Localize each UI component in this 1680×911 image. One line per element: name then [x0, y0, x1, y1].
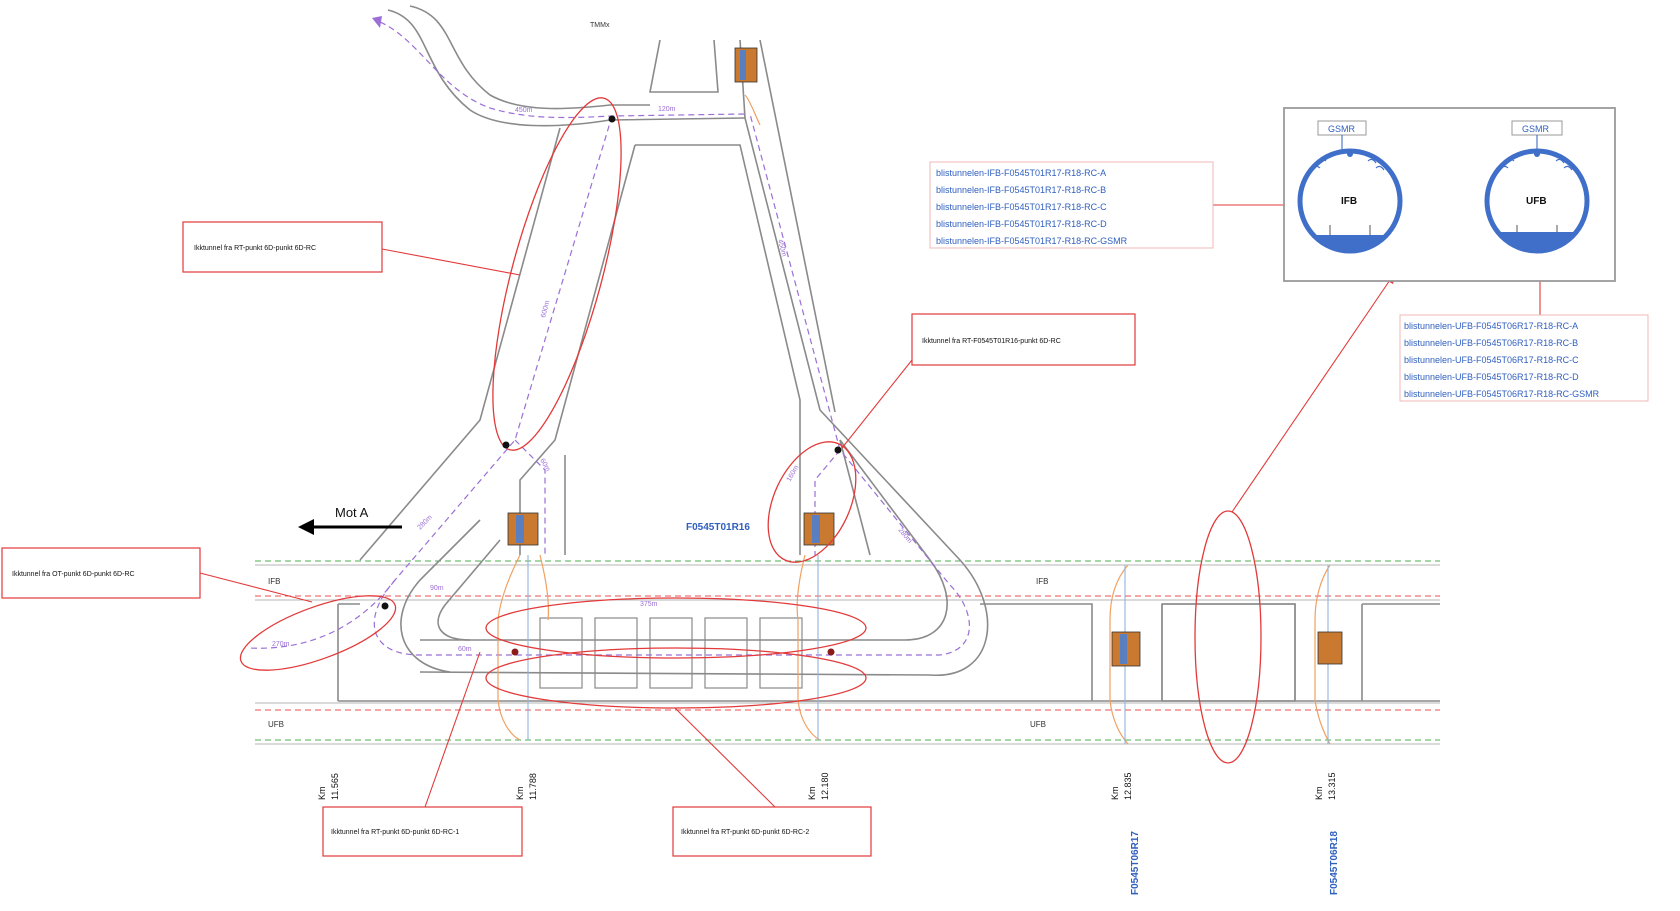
- equipment-unit-r16[interactable]: [803, 512, 835, 546]
- km-marker-value: 13.315: [1327, 772, 1337, 800]
- distance-label: 270m: [272, 641, 290, 648]
- ifb-list-item: blistunnelen-IFB-F0545T01R17-R18-RC-A: [936, 168, 1106, 178]
- route-line: [249, 16, 970, 656]
- equipment-unit-r1[interactable]: [507, 512, 539, 546]
- equipment-unit-top[interactable]: [734, 47, 758, 83]
- top-label: TMMx: [590, 22, 610, 29]
- km-marker-label: Km: [1110, 787, 1120, 801]
- km-marker-label: Km: [1314, 787, 1324, 801]
- cross-section-label: IFB: [1341, 196, 1357, 207]
- vertical-station-label-r17: F0545T06R17: [1130, 831, 1141, 895]
- callout-text: Ikktunnel fra RT-punkt 6D-punkt 6D-RC-2: [681, 829, 809, 836]
- distance-label: 280m: [896, 527, 913, 545]
- ifb-list-item: blistunnelen-IFB-F0545T01R17-R18-RC-D: [936, 219, 1107, 229]
- ifb-cable-list: blistunnelen-IFB-F0545T01R17-R18-RC-A bl…: [929, 161, 1214, 249]
- km-marker-label: Km: [807, 787, 817, 801]
- ufb-list-item: blistunnelen-UFB-F0545T06R17-R18-RC-C: [1404, 355, 1579, 365]
- callout-bottom-left: Ikktunnel fra RT-punkt 6D-punkt 6D-RC-1: [322, 806, 523, 857]
- route-points: [381, 115, 842, 656]
- cross-section-ifb: GSMR IFB: [1297, 120, 1403, 254]
- distance-label: 600m: [540, 300, 551, 319]
- equipment-units: [507, 47, 1343, 667]
- cross-section-tag: GSMR: [1522, 124, 1550, 134]
- tunnel-label-ufb-2: UFB: [1030, 720, 1046, 729]
- main-tunnel: [255, 560, 1440, 745]
- ufb-list-item: blistunnelen-UFB-F0545T06R17-R18-RC-B: [1404, 338, 1578, 348]
- cross-section-panel: GSMR IFB GSMR UFB: [1283, 107, 1616, 282]
- cross-section-tag: GSMR: [1328, 124, 1356, 134]
- callout-text: Ikktunnel fra RT-F0545T01R16-punkt 6D-RC: [922, 338, 1061, 345]
- distance-label: 375m: [640, 601, 658, 608]
- cross-section-ufb: GSMR UFB: [1484, 120, 1590, 254]
- ifb-list-item: blistunnelen-IFB-F0545T01R17-R18-RC-GSMR: [936, 236, 1128, 246]
- callout-top-left: Ikktunnel fra RT-punkt 6D-punkt 6D-RC: [182, 221, 383, 273]
- distance-label: 120m: [658, 106, 676, 113]
- callout-connectors: [199, 201, 1544, 808]
- ifb-list-item: blistunnelen-IFB-F0545T01R17-R18-RC-B: [936, 185, 1106, 195]
- callout-mid-right: Ikktunnel fra RT-F0545T01R16-punkt 6D-RC: [911, 313, 1136, 366]
- distance-label: 280m: [416, 514, 433, 531]
- tunnel-label-ufb: UFB: [268, 720, 284, 729]
- ufb-list-item: blistunnelen-UFB-F0545T06R17-R18-RC-A: [1404, 321, 1578, 331]
- callout-left: Ikktunnel fra OT-punkt 6D-punkt 6D-RC: [1, 547, 201, 599]
- km-markers: Km 11.565 Km 11.788 Km 12.180 Km 12.835 …: [317, 772, 1337, 800]
- distance-label: 450m: [515, 107, 533, 114]
- ufb-cable-list: blistunnelen-UFB-F0545T06R17-R18-RC-A bl…: [1399, 314, 1649, 402]
- callout-text: Ikktunnel fra RT-punkt 6D-punkt 6D-RC: [194, 245, 316, 252]
- direction-label: Mot A: [335, 505, 369, 520]
- km-marker-value: 11.565: [330, 773, 340, 800]
- highlight-ellipses: [239, 97, 1262, 764]
- callout-bottom-center: Ikktunnel fra RT-punkt 6D-punkt 6D-RC-2: [672, 806, 872, 857]
- tunnel-label-ifb: IFB: [268, 577, 280, 586]
- km-marker-value: 12.835: [1123, 772, 1133, 800]
- distance-label: 450m: [776, 239, 787, 258]
- distance-label: 160m: [786, 464, 801, 483]
- distance-label: 60m: [458, 646, 472, 653]
- km-marker-value: 11.788: [528, 773, 538, 800]
- equipment-unit-r17[interactable]: [1111, 631, 1141, 667]
- cross-passages: [539, 617, 803, 689]
- km-marker-label: Km: [317, 787, 327, 801]
- callout-text: Ikktunnel fra RT-punkt 6D-punkt 6D-RC-1: [331, 829, 459, 836]
- ufb-list-item: blistunnelen-UFB-F0545T06R17-R18-RC-GSMR: [1404, 389, 1600, 399]
- callout-text: Ikktunnel fra OT-punkt 6D-punkt 6D-RC: [12, 571, 135, 578]
- equipment-unit-r18[interactable]: [1317, 631, 1343, 665]
- cross-section-label: UFB: [1526, 196, 1547, 207]
- ufb-list-item: blistunnelen-UFB-F0545T06R17-R18-RC-D: [1404, 372, 1579, 382]
- distance-label: 90m: [430, 585, 444, 592]
- station-label-r16: F0545T01R16: [686, 522, 750, 533]
- distance-labels: 450m 120m 600m 450m 60m 280m 160m 280m 2…: [272, 106, 913, 653]
- km-marker-label: Km: [515, 787, 525, 801]
- km-marker-value: 12.180: [820, 772, 830, 800]
- ifb-list-item: blistunnelen-IFB-F0545T01R17-R18-RC-C: [936, 202, 1107, 212]
- tunnel-label-ifb-2: IFB: [1036, 577, 1048, 586]
- direction-indicator: Mot A: [298, 505, 402, 535]
- vertical-station-label-r18: F0545T06R18: [1329, 831, 1340, 895]
